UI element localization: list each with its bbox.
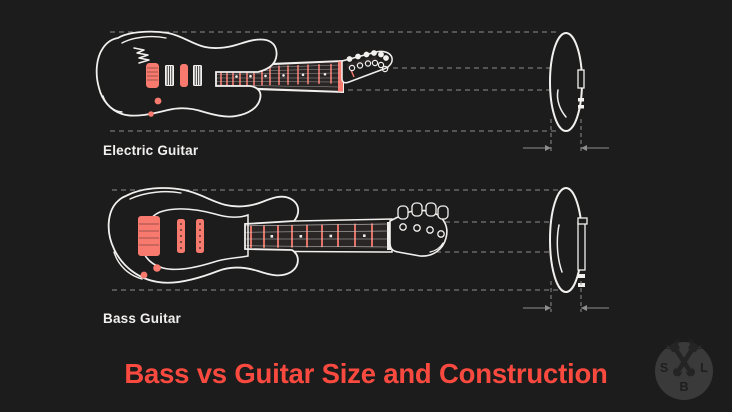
bass-volume-knob <box>153 264 161 272</box>
electric-side-profile <box>549 32 585 132</box>
electric-upper-contour <box>121 35 167 44</box>
bass-tone-knob <box>140 271 148 279</box>
bass-side-jack-1 <box>578 274 585 278</box>
electric-thickness-dimension <box>523 119 609 152</box>
bass-guitar-caption: Bass Guitar <box>103 311 181 326</box>
logo-circle <box>655 342 713 400</box>
electric-side-jack-2 <box>578 105 584 109</box>
bass-side-profile <box>549 187 588 293</box>
electric-hardware <box>146 63 202 117</box>
electric-volume-knob <box>154 97 162 105</box>
electric-side-contour <box>556 89 567 118</box>
electric-body <box>95 30 278 118</box>
bass-hardware <box>138 216 204 279</box>
electric-middle-pickup <box>180 64 188 87</box>
brand-logo: S L B <box>655 338 713 400</box>
electric-headstock <box>341 50 393 84</box>
bass-lower-contour <box>113 251 143 280</box>
electric-side-neck-joint <box>577 69 585 89</box>
lightning-bolt-icon <box>133 47 150 64</box>
electric-headstock-accent <box>350 69 355 78</box>
electric-nut <box>338 61 343 92</box>
bass-thickness-dimension <box>523 281 609 312</box>
logo-letter-b: B <box>679 380 688 394</box>
bass-tuner-keys <box>397 202 449 220</box>
bass-headstock-contour <box>429 242 444 253</box>
electric-tremolo-bridge <box>146 63 159 88</box>
bass-side-contour <box>556 224 563 273</box>
electric-guitar-caption: Electric Guitar <box>103 143 199 158</box>
bass-nut <box>387 222 391 250</box>
bass-upper-contour <box>129 190 182 200</box>
electric-lower-contour <box>102 95 123 113</box>
page-title: Bass vs Guitar Size and Construction <box>124 358 608 389</box>
electric-inlays <box>235 72 327 78</box>
bass-side-neck-joint <box>577 221 586 271</box>
logo-letter-s: S <box>660 361 668 375</box>
bass-bridge-plate <box>138 216 160 256</box>
bass-headstock <box>389 202 449 257</box>
bass-side-neck-heel <box>577 217 588 225</box>
electric-side-jack-1 <box>578 98 584 102</box>
electric-tuners <box>346 50 389 73</box>
electric-tone-knob <box>148 111 154 117</box>
crossed-guitars-icon <box>664 338 704 377</box>
bass-tuners <box>399 223 445 238</box>
logo-letter-l: L <box>700 361 708 375</box>
